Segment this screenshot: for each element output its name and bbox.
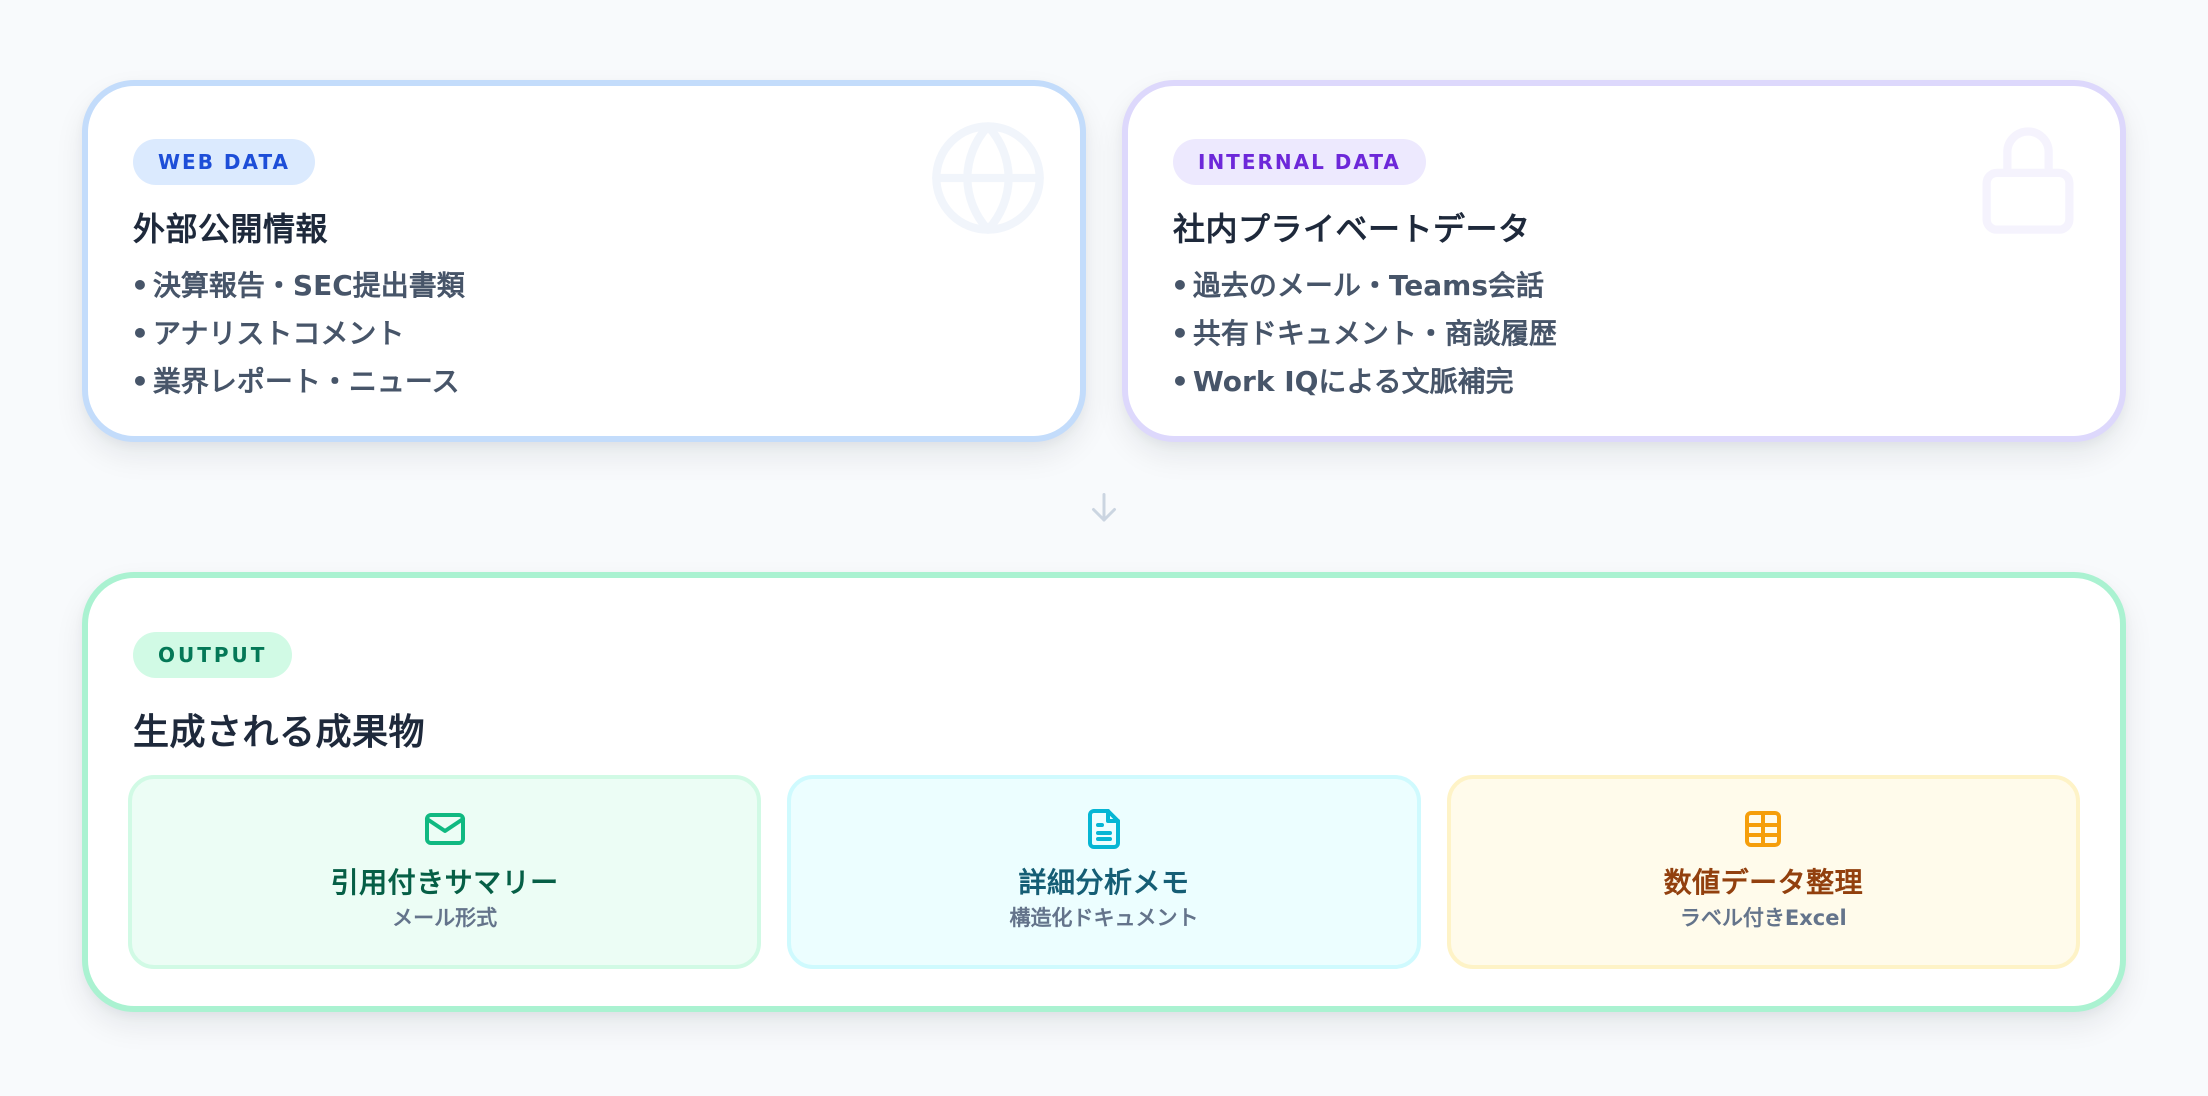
list-item: •決算報告・SEC提出書類 xyxy=(131,269,465,302)
output-item-title: 数値データ整理 xyxy=(1663,866,1864,899)
list-item: •アナリストコメント xyxy=(131,317,405,350)
internal-data-card: INTERNAL DATA 社内プライベートデータ •過去のメール・Teams会… xyxy=(1122,80,2126,442)
web-data-list: •決算報告・SEC提出書類 •アナリストコメント •業界レポート・ニュース xyxy=(131,262,465,406)
internal-data-list: •過去のメール・Teams会話 •共有ドキュメント・商談履歴 •Work IQに… xyxy=(1171,262,1557,406)
output-item-subtitle: ラベル付きExcel xyxy=(1679,906,1847,930)
web-data-card: WEB DATA 外部公開情報 •決算報告・SEC提出書類 •アナリストコメント… xyxy=(82,80,1086,442)
output-item-subtitle: 構造化ドキュメント xyxy=(1009,906,1199,930)
output-item-subtitle: メール形式 xyxy=(392,906,498,930)
mail-icon xyxy=(424,813,465,845)
internal-data-badge: INTERNAL DATA xyxy=(1173,139,1426,185)
output-item-data: 数値データ整理 ラベル付きExcel xyxy=(1446,775,2080,969)
lock-icon xyxy=(1982,127,2074,234)
output-title: 生成される成果物 xyxy=(133,712,426,753)
globe-icon xyxy=(932,122,1044,234)
list-item: •業界レポート・ニュース xyxy=(131,365,460,398)
arrow-down-icon xyxy=(1092,493,1116,522)
table-icon xyxy=(1745,811,1782,847)
output-list: 引用付きサマリー メール形式 詳細分析メモ 構造化ドキュメント 数値データ整理 xyxy=(128,775,2080,969)
internal-data-title: 社内プライベートデータ xyxy=(1173,210,1531,248)
output-item-title: 引用付きサマリー xyxy=(330,866,559,899)
output-item-title: 詳細分析メモ xyxy=(1018,866,1190,899)
output-item-memo: 詳細分析メモ 構造化ドキュメント xyxy=(787,775,1421,969)
list-item: •過去のメール・Teams会話 xyxy=(1171,269,1545,302)
output-item-summary: 引用付きサマリー メール形式 xyxy=(128,775,762,969)
web-data-badge: WEB DATA xyxy=(133,139,316,185)
document-icon xyxy=(1087,809,1120,849)
output-card: OUTPUT 生成される成果物 引用付きサマリー メール形式 詳細分析メモ 構造… xyxy=(82,572,2126,1012)
list-item: •Work IQによる文脈補完 xyxy=(1171,365,1514,398)
web-data-title: 外部公開情報 xyxy=(133,210,329,248)
output-badge: OUTPUT xyxy=(133,632,293,678)
list-item: •共有ドキュメント・商談履歴 xyxy=(1171,317,1557,350)
